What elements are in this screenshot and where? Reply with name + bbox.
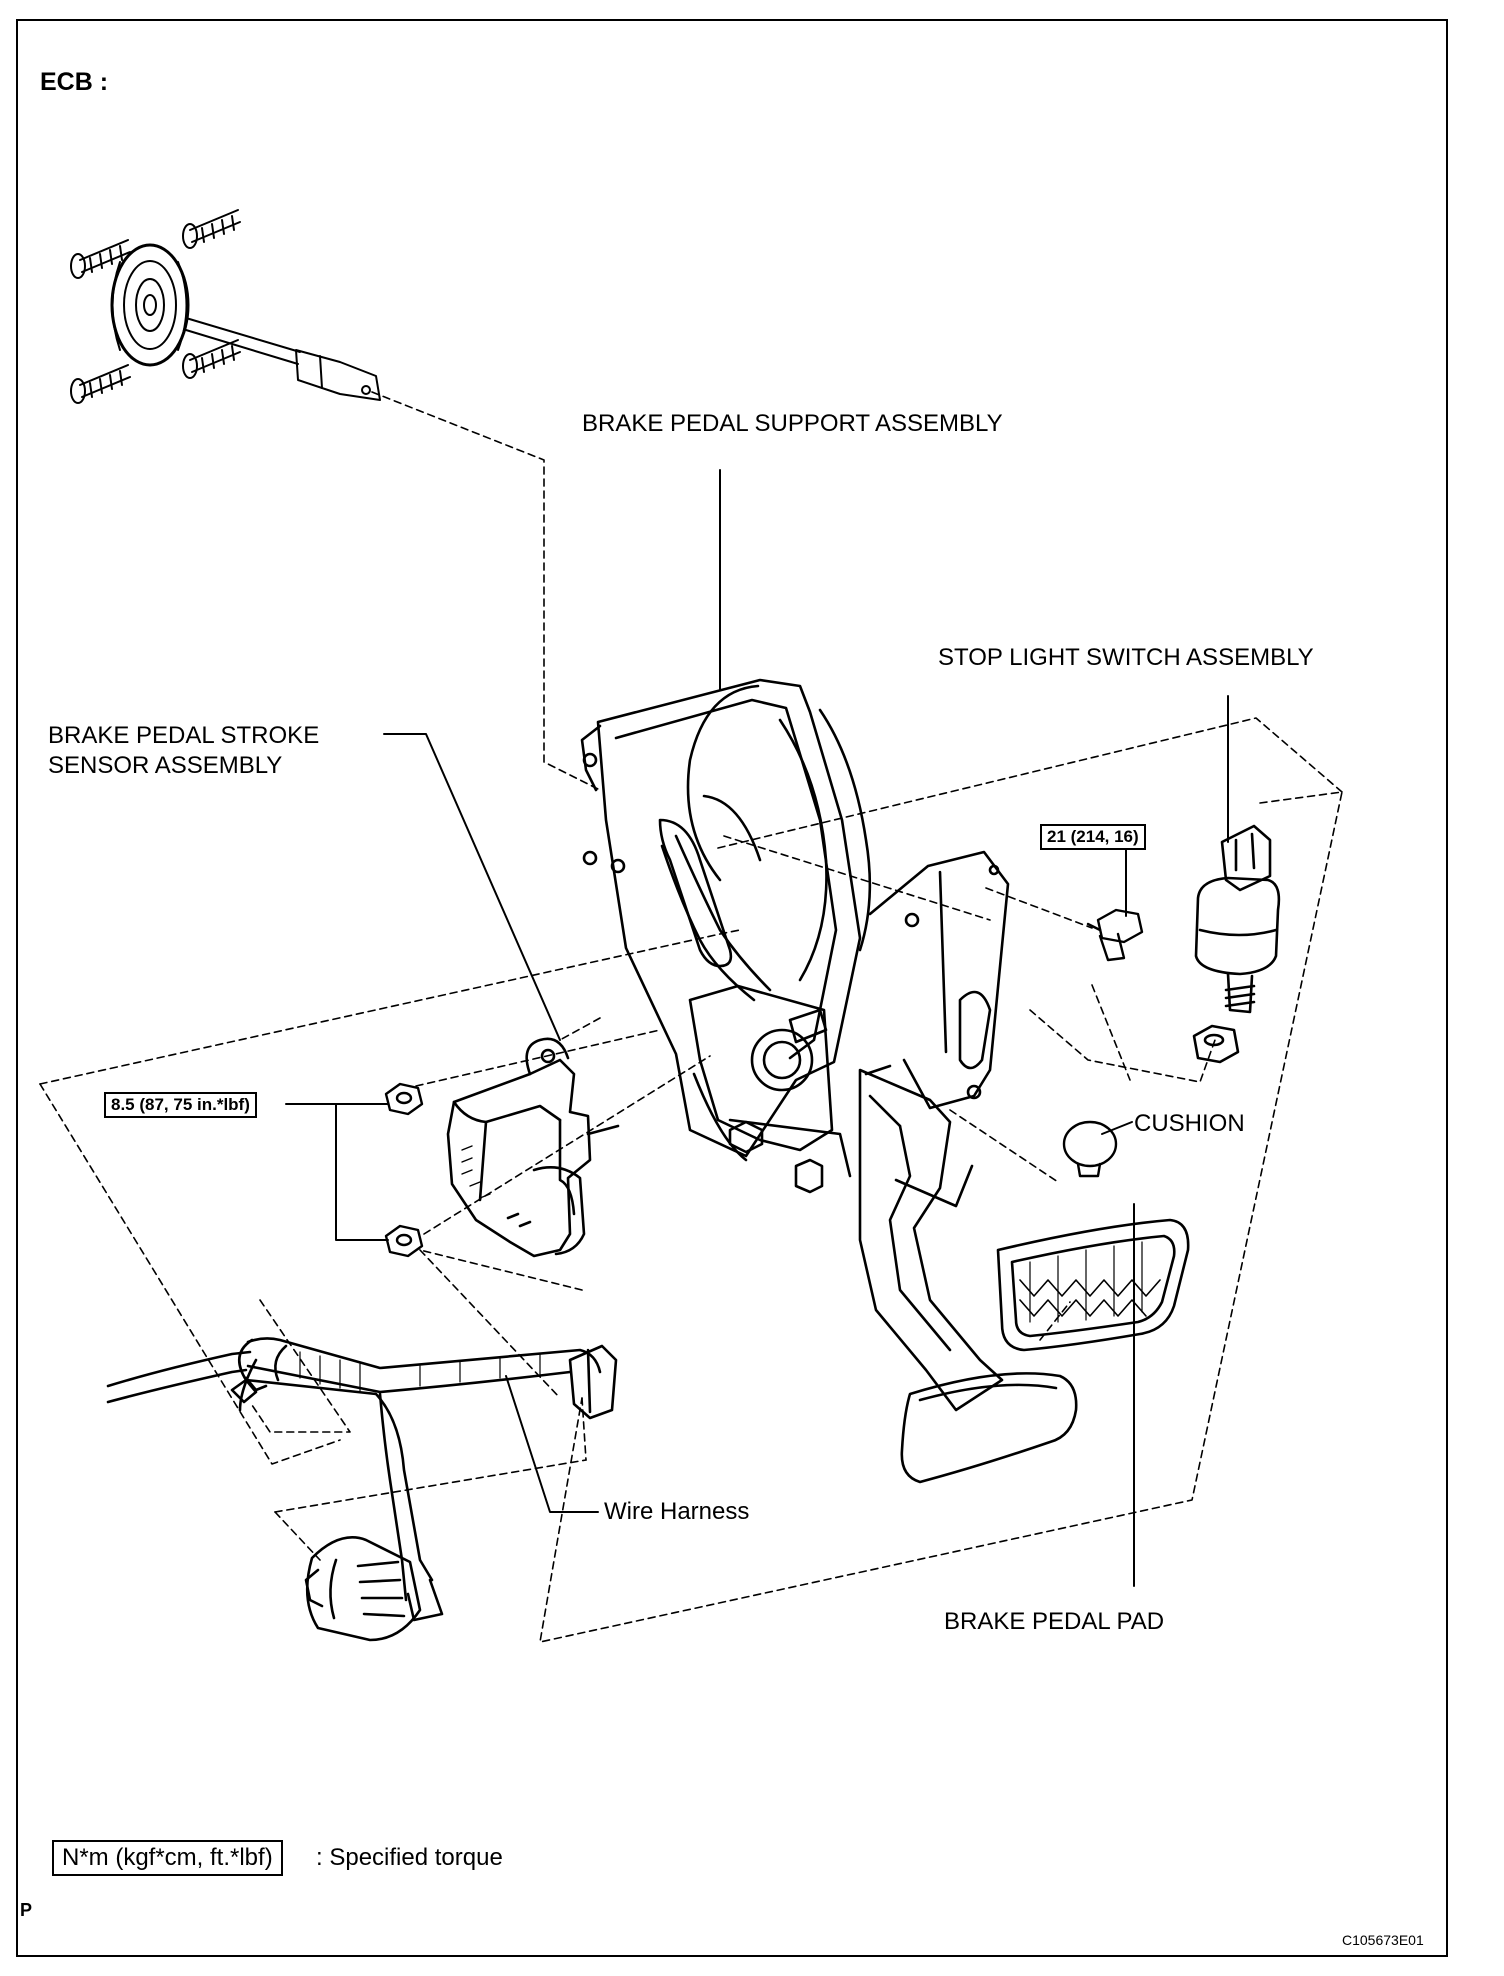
page-title: ECB : — [40, 68, 109, 96]
wire-harness-label: Wire Harness — [604, 1498, 750, 1525]
support-assembly-label: BRAKE PEDAL SUPPORT ASSEMBLY — [582, 410, 1003, 437]
pedal-support-bracket-drawing — [580, 678, 1010, 1194]
wire-harness-drawing — [106, 1337, 618, 1642]
brake-pedal-pad-part-drawing — [996, 1218, 1190, 1352]
stroke-sensor-label-line1: BRAKE PEDAL STROKE — [48, 722, 320, 749]
dashed-leaders — [39, 391, 1343, 1643]
mounting-bolt-drawing — [1086, 908, 1144, 962]
cushion-drawing — [1062, 1120, 1118, 1178]
brake-booster-drawing — [70, 209, 381, 404]
brake-pedal-arm-drawing — [858, 1068, 1078, 1484]
page-border — [16, 19, 1448, 1957]
cushion-label: CUSHION — [1134, 1110, 1245, 1137]
nut-torque-box: 8.5 (87, 75 in.*lbf) — [104, 1092, 257, 1118]
brake-pedal-pad-label: BRAKE PEDAL PAD — [944, 1608, 1165, 1635]
torque-legend-box: N*m (kgf*cm, ft.*lbf) — [52, 1840, 283, 1876]
corner-mark: P — [20, 1900, 33, 1920]
stroke-sensor-label-line2: SENSOR ASSEMBLY — [48, 752, 283, 779]
stroke-sensor-drawing — [446, 1037, 620, 1258]
hex-nuts-drawing — [384, 1082, 424, 1258]
stop-light-switch-label: STOP LIGHT SWITCH ASSEMBLY — [938, 644, 1314, 671]
figure-code: C105673E01 — [1342, 1932, 1424, 1948]
solid-leaders — [285, 469, 1229, 1587]
bolt-torque-box: 21 (214, 16) — [1040, 824, 1146, 850]
stop-light-switch-drawing — [1192, 824, 1281, 1064]
torque-legend-description: : Specified torque — [316, 1844, 503, 1871]
